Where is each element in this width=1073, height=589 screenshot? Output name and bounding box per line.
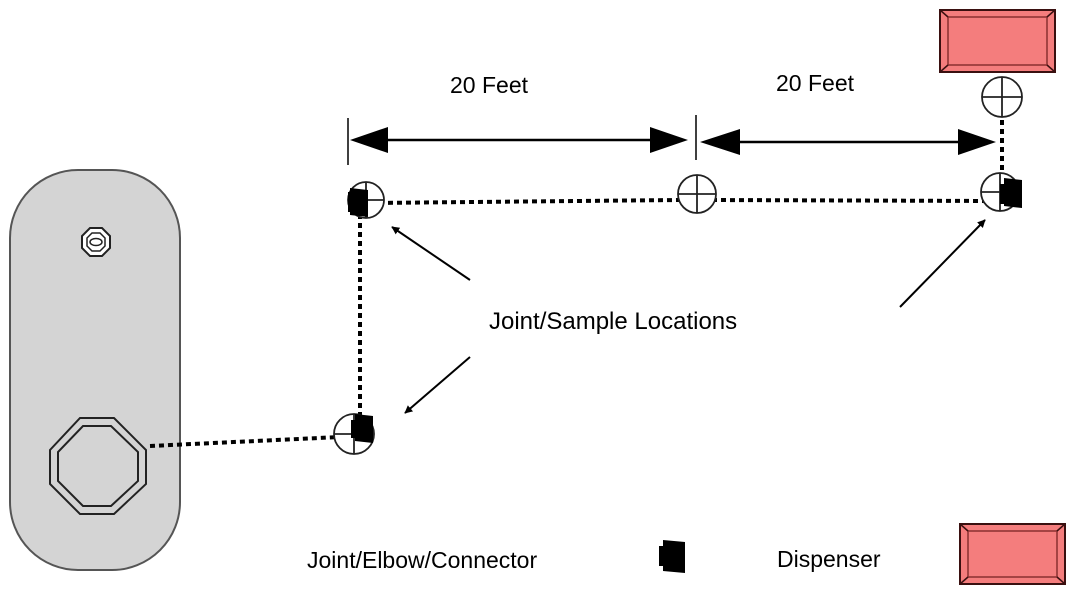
dimension-arrow-right (700, 129, 996, 155)
legend-dispenser-label: Dispenser (777, 546, 881, 572)
joint-connector-icon (348, 188, 368, 217)
dimension-label-right: 20 Feet (776, 70, 855, 96)
storage-tank (9, 169, 181, 571)
callout-label: Joint/Sample Locations (489, 308, 737, 335)
tank-vent-octagon-icon (81, 227, 111, 257)
joint-connector-icon (1000, 178, 1022, 208)
dispenser-icon (939, 9, 1056, 73)
joint-connector-icon (351, 414, 373, 443)
sample-point-icon (677, 174, 717, 214)
piping-dotted (149, 120, 1004, 448)
legend-joint-connector-icon (659, 540, 685, 573)
legend-dispenser-icon (959, 523, 1066, 585)
sample-point-icon (981, 76, 1023, 118)
tank-fill-octagon-icon (49, 417, 147, 515)
legend-joint-label: Joint/Elbow/Connector (307, 547, 537, 573)
dimension-label-left: 20 Feet (450, 72, 529, 98)
callout-arrows (391, 219, 986, 414)
dimension-marks (347, 115, 697, 165)
dimension-arrow-left (350, 127, 688, 153)
